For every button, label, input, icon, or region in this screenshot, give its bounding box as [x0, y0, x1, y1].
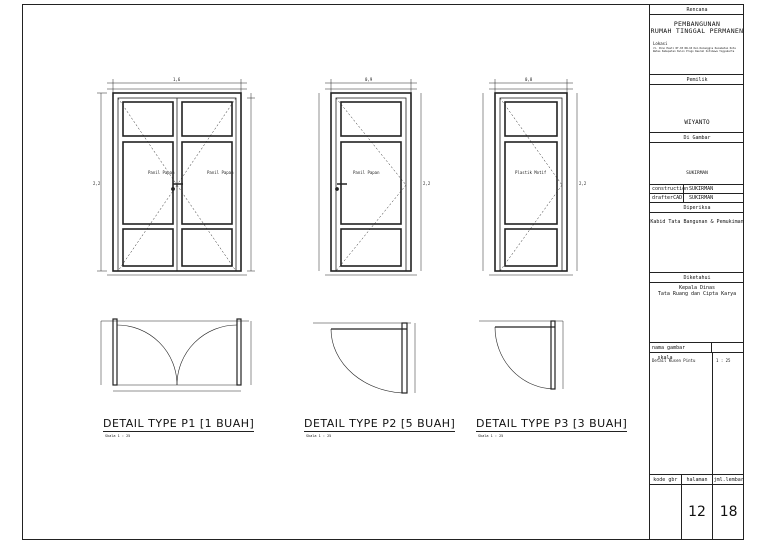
construction-label: construction	[652, 185, 689, 194]
lokasi-text: Jl. Pono Hasti RT.03 RW.10 Kel.Dalanggis…	[653, 47, 736, 53]
construction-value: SUKIRMAN	[689, 186, 714, 192]
diketahui-cell: Kepala Dinas Tata Ruang dan Cipta Karya	[650, 283, 744, 343]
width-dim-p3: 0,8	[525, 77, 533, 82]
rencana-label: Rencana	[650, 5, 744, 15]
skala-value: 1 : 25	[716, 358, 731, 363]
plan-view-p2	[313, 322, 416, 394]
nama-gambar-value: Detail Kusen Pintu	[652, 358, 696, 363]
pemilik-label: Pemilik	[650, 75, 744, 85]
diketahui-line1: Kepala Dinas	[678, 285, 716, 291]
panel-label-p1-left: Panil Papan	[148, 170, 175, 175]
diperiksa-cell: Kabid Tata Bangunan & Pemukiman	[650, 213, 744, 273]
drafter-row: drafterCAD SUKIRMAN	[650, 194, 744, 203]
detail-title-p1: DETAIL TYPE P1 [1 BUAH]	[103, 417, 255, 432]
plan-view-p1	[100, 318, 252, 392]
halaman-label: halaman	[682, 475, 714, 484]
lokasi-label: Lokasi	[653, 41, 668, 46]
width-dim-p2: 0,9	[365, 77, 373, 82]
title-block: Rencana PEMBANGUNAN RUMAH TINGGAL PERMAN…	[649, 5, 744, 539]
kode-values: 12 18	[650, 485, 744, 539]
detail-scale-p1: Skala 1 : 25	[105, 434, 131, 438]
panel-label-p2: Panil Papan	[353, 170, 380, 175]
project-title: PEMBANGUNAN RUMAH TINGGAL PERMANEN Lokas…	[650, 15, 744, 75]
digambar-label: Di Gambar	[650, 133, 744, 143]
project-line1: PEMBANGUNAN	[673, 20, 721, 28]
panel-label-p1-right: Panil Papan	[207, 170, 234, 175]
door-elevation-p3	[482, 79, 578, 276]
detail-title-p3: DETAIL TYPE P3 [3 BUAH]	[476, 417, 628, 432]
halaman-value: 12	[682, 485, 714, 539]
drawer-name: SUKIRMAN	[686, 171, 708, 176]
height-dim-p3: 2,2	[579, 181, 587, 186]
owner-name: WIYANTO	[684, 119, 710, 126]
diperiksa-label: Diperiksa	[650, 203, 744, 213]
diketahui-label: Diketahui	[650, 273, 744, 283]
plan-view-p3	[479, 320, 564, 390]
diketahui-line2: Tata Ruang dan Cipta Karya	[657, 291, 737, 297]
panel-label-p3: Plastik Motif	[515, 170, 547, 175]
detail-scale-p2: Skala 1 : 25	[306, 434, 332, 438]
detail-title-p2: DETAIL TYPE P2 [5 BUAH]	[304, 417, 456, 432]
nama-gambar-label: nama gambar	[650, 343, 712, 353]
construction-row: construction SUKIRMAN	[650, 185, 744, 194]
drafter-label: drafterCAD	[652, 194, 684, 203]
door-elevation-p2	[318, 79, 422, 276]
jml-label: jml.lembar	[713, 477, 744, 483]
nama-gambar-cell: Detail Kusen Pintu 1 : 25	[650, 353, 744, 475]
kode-label: kode gbr	[650, 475, 682, 484]
height-dim-p1: 2,2	[93, 181, 101, 186]
height-dim-p2: 2,2	[423, 181, 431, 186]
owner-cell: WIYANTO	[650, 85, 744, 133]
jml-lembar-value: 18	[719, 504, 738, 520]
nama-gambar-header: nama gambar skala	[650, 343, 744, 361]
project-line2: RUMAH TINGGAL PERMANEN	[650, 27, 744, 35]
skala-label: skala	[657, 355, 673, 361]
drawing-sheet: Panil Papan Panil Papan Panil Papan Plas…	[22, 4, 744, 540]
drawer-cell: SUKIRMAN	[650, 143, 744, 185]
door-elevation-p1	[97, 79, 255, 276]
drafter-value: SUKIRMAN	[689, 195, 714, 201]
kode-header: kode gbr halaman jml.lembar	[650, 475, 744, 485]
detail-scale-p3: Skala 1 : 25	[478, 434, 504, 438]
diperiksa-text: Kabid Tata Bangunan & Pemukiman	[650, 219, 744, 225]
drawing-area: Panil Papan Panil Papan Panil Papan Plas…	[93, 77, 587, 394]
width-dim-p1: 1,6	[173, 77, 181, 82]
